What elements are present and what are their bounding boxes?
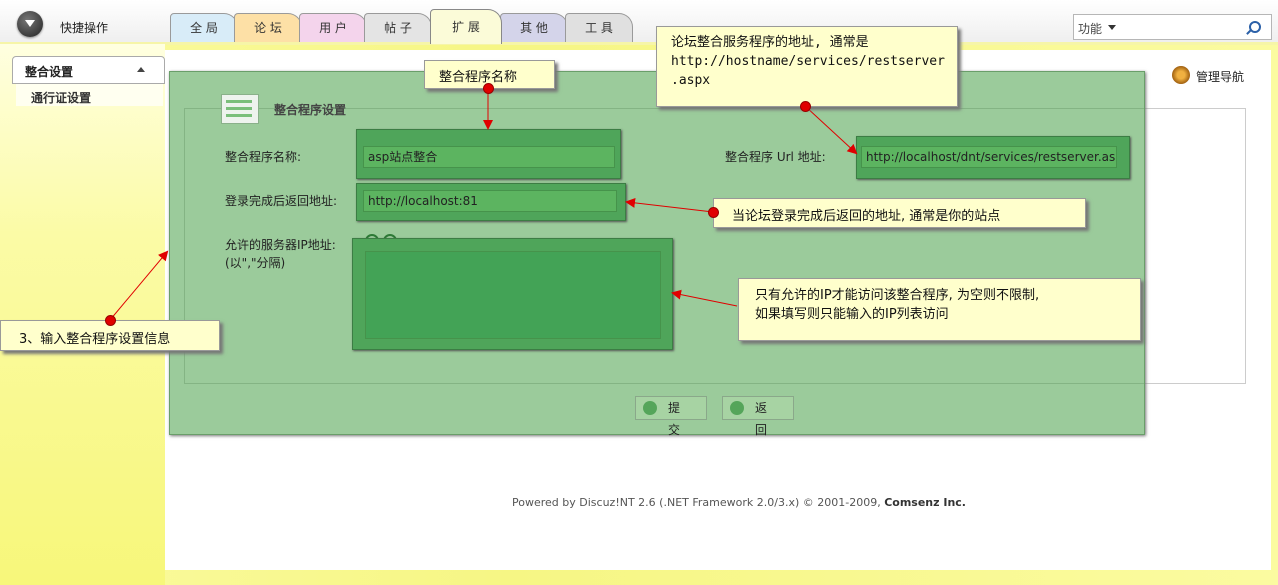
form-settings-icon — [221, 94, 259, 124]
footer-version: 2.6 (.NET Framework 2.0/3.x) © 2001-2009… — [634, 496, 885, 509]
footer-powered: Powered by — [512, 496, 580, 509]
callout-allowed-ip: 只有允许的IP才能访问该整合程序, 为空则不限制, 如果填写则只能输入的IP列表… — [738, 278, 1141, 341]
chevron-up-icon[interactable] — [137, 67, 145, 72]
program-url-input[interactable]: http://localhost/dnt/services/restserver… — [861, 146, 1117, 168]
tab-users-label: 用 户 — [319, 21, 347, 35]
tab-other-label: 其 他 — [520, 21, 548, 35]
callout-service-url-line2: http://hostname/services/restserver — [671, 54, 945, 69]
return-url-input[interactable]: http://localhost:81 — [363, 190, 617, 212]
callout-step-text: 3、输入整合程序设置信息 — [19, 332, 171, 347]
footer-product: Discuz!NT — [579, 496, 635, 509]
fieldset-legend: 整合程序设置 — [274, 103, 347, 117]
tab-other[interactable]: 其 他 — [500, 13, 568, 42]
sidebar-header-label: 整合设置 — [25, 65, 74, 79]
return-url-label: 登录完成后返回地址: — [225, 194, 338, 208]
tab-underline — [0, 42, 1278, 45]
back-button-label: 返 回 — [755, 401, 774, 437]
back-button[interactable]: 返 回 — [722, 396, 794, 437]
quick-actions-label[interactable]: 快捷操作 — [60, 21, 109, 35]
callout-return-url: 当论坛登录完成后返回的地址, 通常是你的站点 — [713, 198, 1086, 228]
return-arrow-icon — [730, 401, 744, 415]
callout-step-dot — [105, 315, 116, 326]
tab-global[interactable]: 全 局 — [170, 13, 238, 42]
ship-wheel-icon[interactable] — [1172, 66, 1190, 84]
submit-button-label: 提 交 — [668, 401, 687, 437]
callout-service-url-dot — [800, 101, 811, 112]
quick-actions-icon[interactable] — [17, 11, 43, 37]
callout-allowed-ip-line2: 如果填写则只能输入的IP列表访问 — [755, 307, 949, 322]
allowed-ip-hint: (以","分隔) — [225, 256, 286, 270]
admin-nav-link[interactable]: 管理导航 — [1196, 70, 1245, 84]
callout-allowed-ip-line1: 只有允许的IP才能访问该整合程序, 为空则不限制, — [755, 288, 1040, 303]
footer-company: Comsenz Inc. — [884, 496, 966, 509]
search-icon[interactable] — [1249, 21, 1261, 33]
tab-posts-label: 帖 子 — [384, 21, 412, 35]
sidebar-item-label: 通行证设置 — [31, 91, 92, 105]
callout-return-url-text: 当论坛登录完成后返回的地址, 通常是你的站点 — [732, 209, 1001, 224]
check-icon — [643, 401, 657, 415]
tab-global-label: 全 局 — [190, 21, 218, 35]
allowed-ip-label: 允许的服务器IP地址: — [225, 238, 336, 252]
tab-extensions-label: 扩 展 — [452, 20, 480, 34]
allowed-ip-textarea[interactable] — [365, 251, 661, 339]
callout-return-url-dot — [708, 207, 719, 218]
chevron-down-icon[interactable] — [1108, 25, 1116, 30]
sidebar — [0, 44, 165, 585]
function-search-input[interactable]: 功能 — [1073, 14, 1272, 40]
footer: Powered by Discuz!NT 2.6 (.NET Framework… — [512, 496, 966, 509]
tab-forum[interactable]: 论 坛 — [234, 13, 302, 42]
tab-extensions[interactable]: 扩 展 — [430, 9, 502, 44]
callout-service-url-line1: 论坛整合服务程序的地址, 通常是 — [671, 35, 869, 50]
program-name-label: 整合程序名称: — [225, 150, 302, 164]
submit-button[interactable]: 提 交 — [635, 396, 707, 437]
tab-tools[interactable]: 工 具 — [565, 13, 633, 42]
callout-program-name-text: 整合程序名称 — [439, 70, 518, 85]
callout-service-url-line3: .aspx — [671, 73, 711, 88]
program-name-input[interactable]: asp站点整合 — [363, 146, 615, 168]
callout-program-name-dot — [483, 83, 494, 94]
callout-service-url: 论坛整合服务程序的地址, 通常是 http://hostname/service… — [656, 26, 958, 107]
tab-tools-label: 工 具 — [585, 21, 613, 35]
program-url-label: 整合程序 Url 地址: — [725, 150, 826, 164]
sidebar-item-passport[interactable]: 通行证设置 — [16, 84, 163, 106]
tab-posts[interactable]: 帖 子 — [364, 13, 432, 42]
sidebar-header-integration[interactable]: 整合设置 — [12, 56, 165, 84]
function-select[interactable]: 功能 — [1078, 22, 1103, 36]
tab-forum-label: 论 坛 — [254, 21, 282, 35]
